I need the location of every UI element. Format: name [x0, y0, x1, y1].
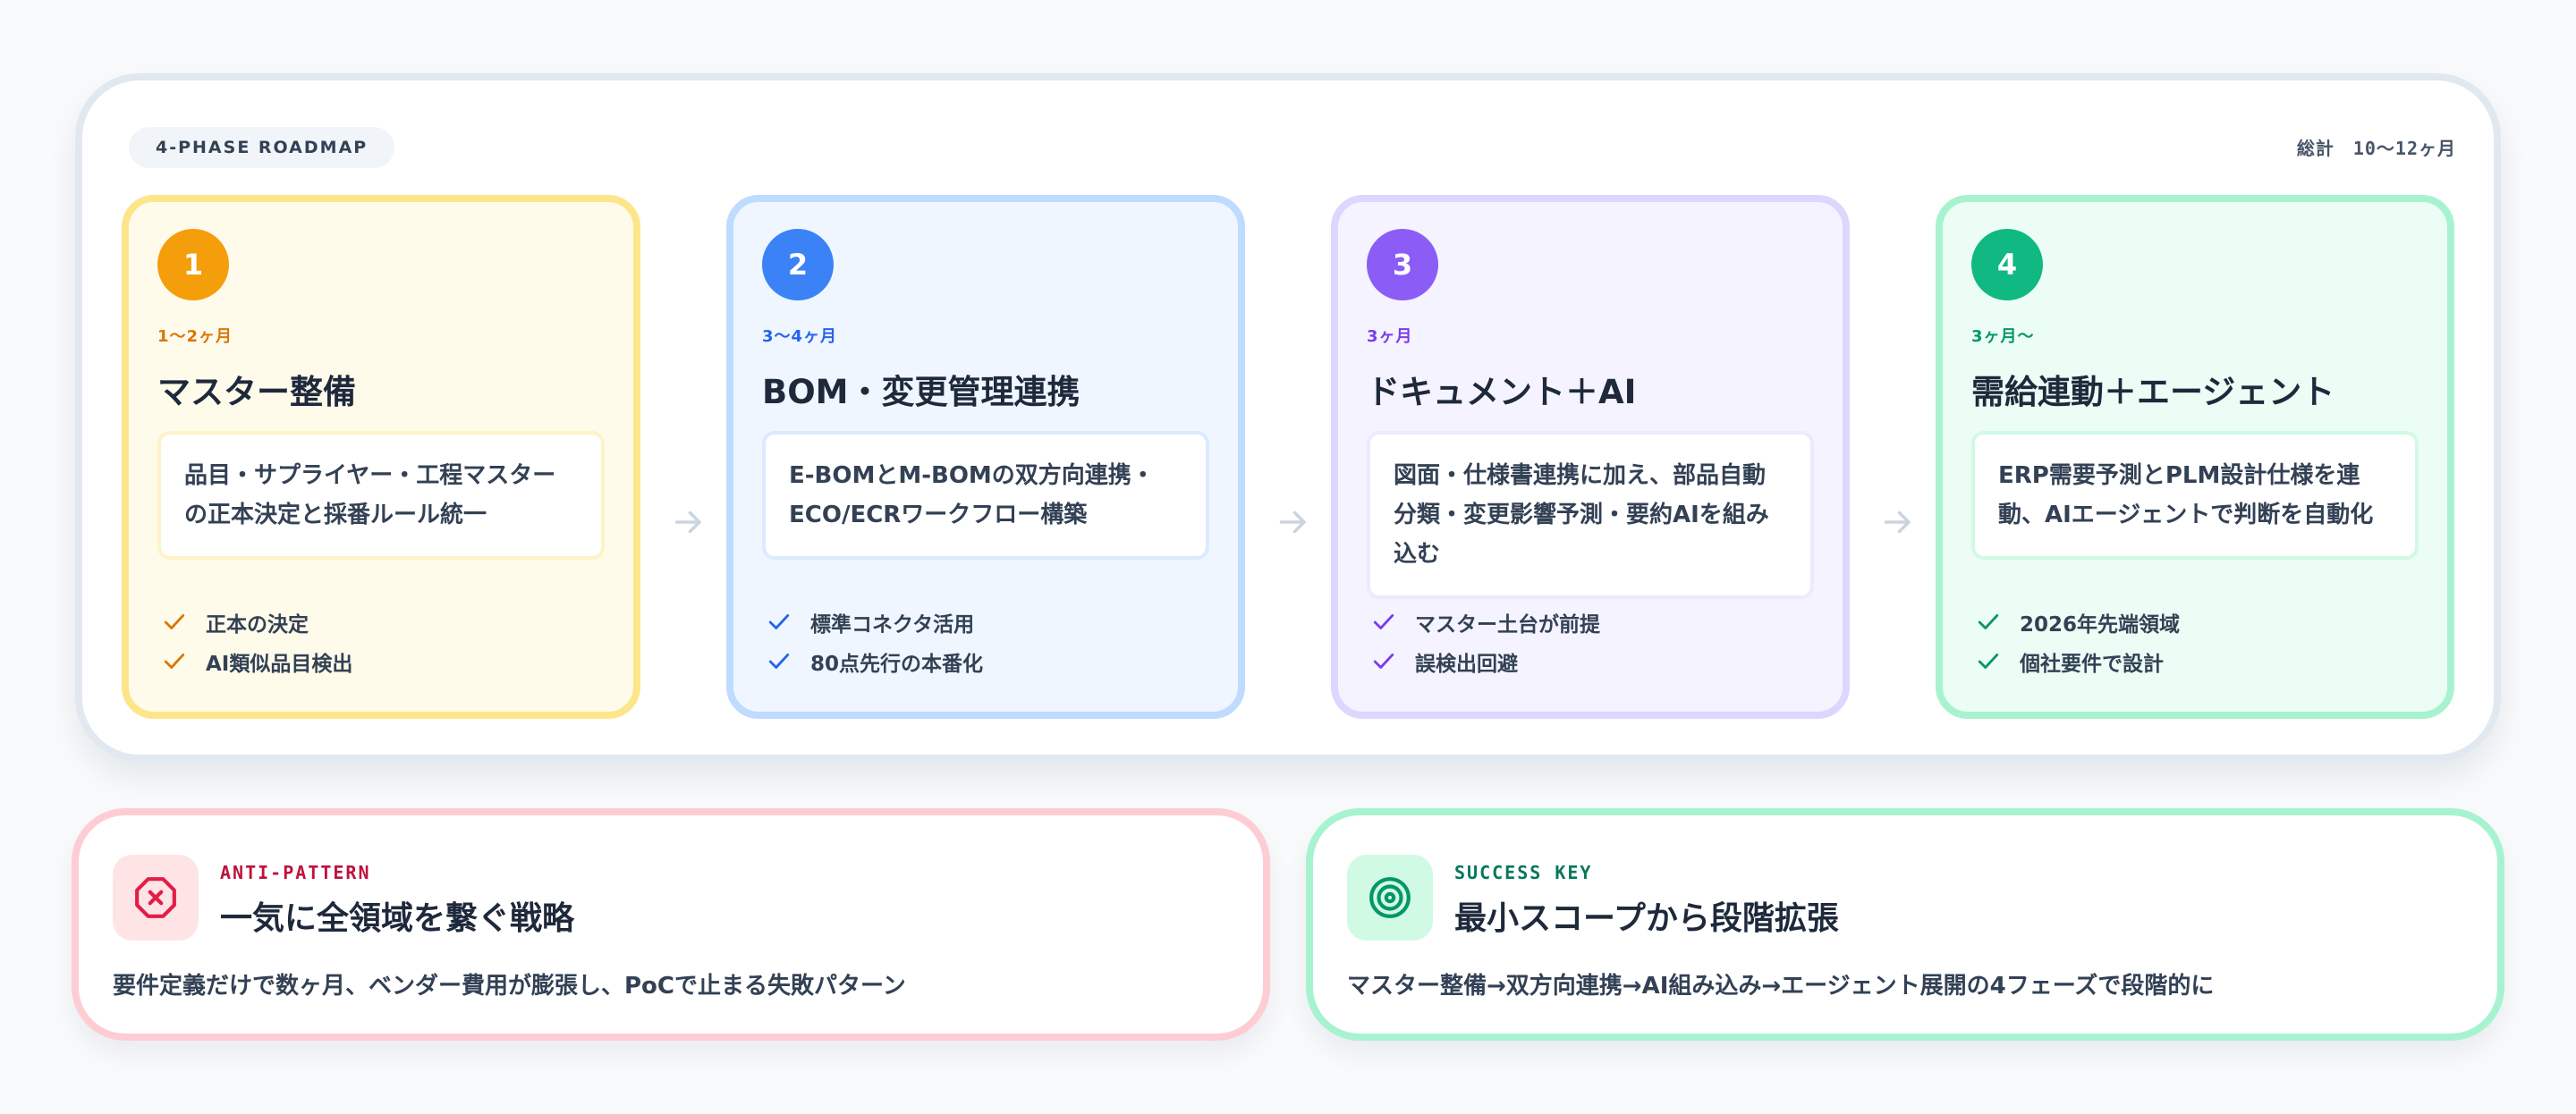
- success-key-card: SUCCESS KEY 最小スコープから段階拡張 マスター整備→双方向連携→AI…: [1306, 808, 2504, 1041]
- check-item: 2026年先端領域: [1977, 603, 2180, 642]
- check-label: 2026年先端領域: [2020, 613, 2181, 637]
- total-duration: 総計 10〜12ヶ月: [2296, 138, 2456, 159]
- phase-duration: 3ヶ月: [1367, 327, 1413, 346]
- phase-number-badge: 2: [762, 229, 834, 300]
- phase-duration: 3ヶ月〜: [1971, 327, 2035, 346]
- arrow-right-icon: [1884, 511, 1911, 534]
- check-icon: [1373, 614, 1394, 629]
- check-label: 誤検出回避: [1415, 653, 1518, 676]
- check-item: 正本の決定: [163, 603, 352, 642]
- check-label: 80点先行の本番化: [810, 653, 984, 676]
- anti-pattern-icon-box: [113, 855, 199, 941]
- check-icon: [1373, 654, 1394, 669]
- check-icon: [164, 654, 185, 669]
- phase-description: E-BOMとM-BOMの双方向連携・ECO/ECRワークフロー構築: [762, 431, 1209, 560]
- phase-description: 品目・サプライヤー・工程マスターの正本決定と採番ルール統一: [157, 431, 605, 560]
- success-key-kicker: SUCCESS KEY: [1454, 862, 1593, 883]
- check-label: 個社要件で設計: [2020, 653, 2164, 676]
- phase-number-badge: 1: [157, 229, 229, 300]
- target-icon: [1369, 877, 1411, 918]
- check-icon: [768, 654, 790, 669]
- phase-title: 需給連動＋エージェント: [1971, 373, 2335, 411]
- check-item: 80点先行の本番化: [767, 642, 983, 681]
- check-item: マスター土台が前提: [1372, 603, 1600, 642]
- check-label: 標準コネクタ活用: [810, 613, 975, 637]
- check-label: AI類似品目検出: [206, 653, 353, 676]
- arrow-right-icon: [674, 511, 701, 534]
- success-key-icon-box: [1347, 855, 1433, 941]
- phase-checklist: 標準コネクタ活用 80点先行の本番化: [767, 603, 983, 681]
- stop-x-icon: [135, 877, 176, 918]
- phase-title: ドキュメント＋AI: [1367, 373, 1637, 411]
- phase-number-badge: 4: [1971, 229, 2043, 300]
- roadmap-panel: 4-PHASE ROADMAP 総計 10〜12ヶ月 1 1〜2ヶ月 マスター整…: [75, 73, 2501, 762]
- phase-description: ERP需要予測とPLM設計仕様を連動、AIエージェントで判断を自動化: [1971, 431, 2419, 560]
- phase-card-2: 2 3〜4ヶ月 BOM・変更管理連携 E-BOMとM-BOMの双方向連携・ECO…: [726, 195, 1245, 719]
- phase-checklist: 2026年先端領域 個社要件で設計: [1977, 603, 2180, 681]
- phase-card-4: 4 3ヶ月〜 需給連動＋エージェント ERP需要予測とPLM設計仕様を連動、AI…: [1936, 195, 2454, 719]
- phase-number-badge: 3: [1367, 229, 1438, 300]
- check-item: 標準コネクタ活用: [767, 603, 983, 642]
- phase-duration: 3〜4ヶ月: [762, 327, 838, 346]
- check-item: 個社要件で設計: [1977, 642, 2180, 681]
- roadmap-badge: 4-PHASE ROADMAP: [129, 127, 395, 168]
- anti-pattern-title: 一気に全領域を繋ぐ戦略: [220, 900, 575, 937]
- check-icon: [1978, 654, 1999, 669]
- phase-description: 図面・仕様書連携に加え、部品自動分類・変更影響予測・要約AIを組み込む: [1367, 431, 1814, 599]
- anti-pattern-card: ANTI-PATTERN 一気に全領域を繋ぐ戦略 要件定義だけで数ヶ月、ベンダー…: [72, 808, 1270, 1041]
- phase-title: マスター整備: [157, 373, 356, 411]
- check-label: 正本の決定: [206, 613, 309, 637]
- phase-card-1: 1 1〜2ヶ月 マスター整備 品目・サプライヤー・工程マスターの正本決定と採番ル…: [122, 195, 640, 719]
- check-item: 誤検出回避: [1372, 642, 1600, 681]
- success-key-description: マスター整備→双方向連携→AI組み込み→エージェント展開の4フェーズで段階的に: [1347, 973, 2215, 1000]
- anti-pattern-description: 要件定義だけで数ヶ月、ベンダー費用が膨張し、PoCで止まる失敗パターン: [113, 973, 906, 1000]
- phase-checklist: 正本の決定 AI類似品目検出: [163, 603, 352, 681]
- phase-title: BOM・変更管理連携: [762, 373, 1080, 411]
- success-key-title: 最小スコープから段階拡張: [1454, 900, 1839, 937]
- phase-duration: 1〜2ヶ月: [157, 327, 233, 346]
- check-icon: [1978, 614, 1999, 629]
- check-icon: [768, 614, 790, 629]
- phase-card-3: 3 3ヶ月 ドキュメント＋AI 図面・仕様書連携に加え、部品自動分類・変更影響予…: [1331, 195, 1850, 719]
- check-label: マスター土台が前提: [1415, 613, 1600, 637]
- phase-checklist: マスター土台が前提 誤検出回避: [1372, 603, 1600, 681]
- check-icon: [164, 614, 185, 629]
- arrow-right-icon: [1279, 511, 1306, 534]
- anti-pattern-kicker: ANTI-PATTERN: [220, 862, 371, 883]
- check-item: AI類似品目検出: [163, 642, 352, 681]
